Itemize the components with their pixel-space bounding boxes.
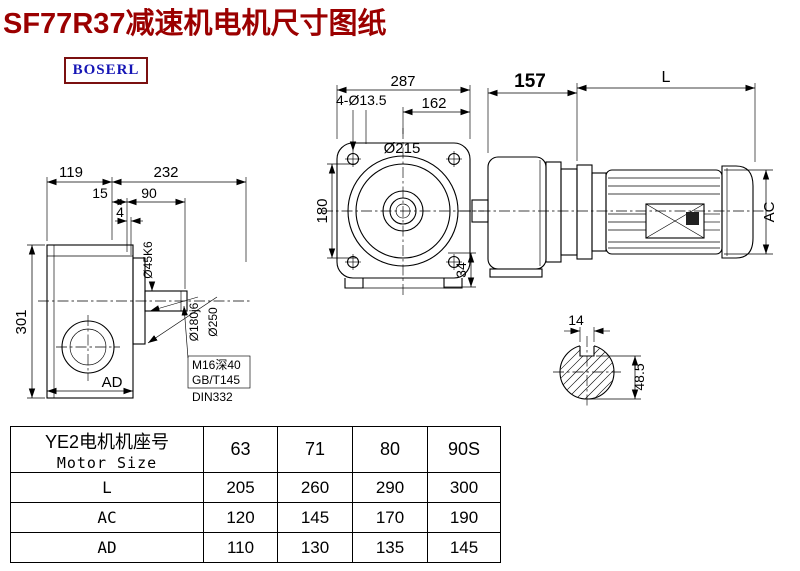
motor-dimension-table: YE2电机机座号 Motor Size 63 71 80 90S L 205 2…	[10, 426, 501, 563]
row-label-AC: AC	[10, 502, 204, 533]
dim-287: 287	[390, 73, 415, 90]
motor-body	[605, 169, 723, 255]
dim-157: 157	[514, 71, 546, 92]
table-row-L: L 205 260 290 300	[10, 472, 501, 503]
dim-34: 34	[453, 262, 469, 278]
section-hatching	[560, 345, 614, 399]
dim-bolt-holes: 4-Ø13.5	[336, 92, 387, 108]
foot-right	[443, 278, 463, 289]
boserl-logo-text: BOSERL	[72, 62, 140, 78]
page-title: SF77R37减速机电机尺寸图纸	[3, 8, 387, 40]
note-m16: M16深40	[192, 358, 241, 372]
cell-AC-90s: 190	[427, 502, 501, 533]
left-view: 119 232 15 90 4 301 AD Ø45K6	[13, 164, 252, 404]
dim-119: 119	[59, 164, 83, 181]
dim-48-5: 48.5	[631, 363, 647, 390]
flange-circle	[347, 155, 459, 267]
dim-shaft-dia: Ø45K6	[141, 241, 155, 279]
size-63: 63	[203, 426, 278, 473]
dim-4: 4	[116, 204, 124, 220]
dim-15: 15	[92, 185, 108, 201]
header-motor-size-cn: YE2电机机座号	[44, 431, 170, 452]
header-motor-size: YE2电机机座号 Motor Size	[10, 426, 204, 473]
note-din332: DIN332	[192, 390, 233, 404]
motor-nameplate	[645, 203, 705, 239]
row-label-AD: AD	[10, 532, 204, 563]
cell-AD-63: 110	[203, 532, 278, 563]
flange-square	[336, 142, 471, 279]
dim-AD: AD	[102, 374, 123, 391]
size-71: 71	[277, 426, 353, 473]
dim-flange-dia-left: Ø250	[206, 307, 220, 337]
bolt-holes	[345, 151, 462, 270]
header-motor-size-en: Motor Size	[56, 453, 158, 472]
output-shaft	[144, 290, 188, 312]
cell-L-63: 205	[203, 472, 278, 503]
side-bore-circle	[61, 320, 115, 374]
cell-AC-80: 170	[352, 502, 428, 533]
boserl-logo: BOSERL	[64, 57, 148, 84]
cell-L-71: 260	[277, 472, 353, 503]
motor-fins	[608, 177, 720, 249]
dim-162: 162	[421, 95, 446, 112]
motor-flange	[576, 164, 593, 260]
foot-left	[344, 278, 364, 289]
dim-301: 301	[13, 309, 30, 334]
table-row-AD: AD 110 130 135 145	[10, 532, 501, 563]
cell-AD-71: 130	[277, 532, 353, 563]
gearbox-housing	[487, 156, 547, 270]
shaft-section-view: 14 48.5	[553, 312, 647, 406]
dim-232: 232	[153, 164, 178, 181]
dim-AC: AC	[761, 201, 778, 222]
note-gbt145: GB/T145	[192, 373, 240, 387]
dim-14: 14	[568, 312, 584, 328]
dim-90: 90	[141, 185, 157, 201]
table-header-row: YE2电机机座号 Motor Size 63 71 80 90S	[10, 426, 501, 473]
dim-flange-dia: Ø215	[384, 140, 421, 157]
size-90s: 90S	[427, 426, 501, 473]
cell-AD-90s: 145	[427, 532, 501, 563]
cell-L-90s: 300	[427, 472, 501, 503]
size-80: 80	[352, 426, 428, 473]
side-view: 157 L AC	[460, 69, 778, 278]
cell-L-80: 290	[352, 472, 428, 503]
tapped-hole-note: M16深40 GB/T145 DIN332	[181, 305, 251, 404]
cell-AC-71: 145	[277, 502, 353, 533]
cell-AD-80: 135	[352, 532, 428, 563]
fan-cover	[721, 165, 754, 259]
dim-spigot-dia: Ø180j6	[187, 302, 201, 341]
row-label-L: L	[10, 472, 204, 503]
cell-AC-63: 120	[203, 502, 278, 533]
dim-L: L	[662, 69, 671, 86]
gearbox-foot	[489, 268, 543, 278]
front-view: 287 162 4-Ø13.5 Ø215 180 34	[314, 73, 484, 296]
dim-180: 180	[314, 198, 331, 223]
table-row-AC: AC 120 145 170 190	[10, 502, 501, 533]
